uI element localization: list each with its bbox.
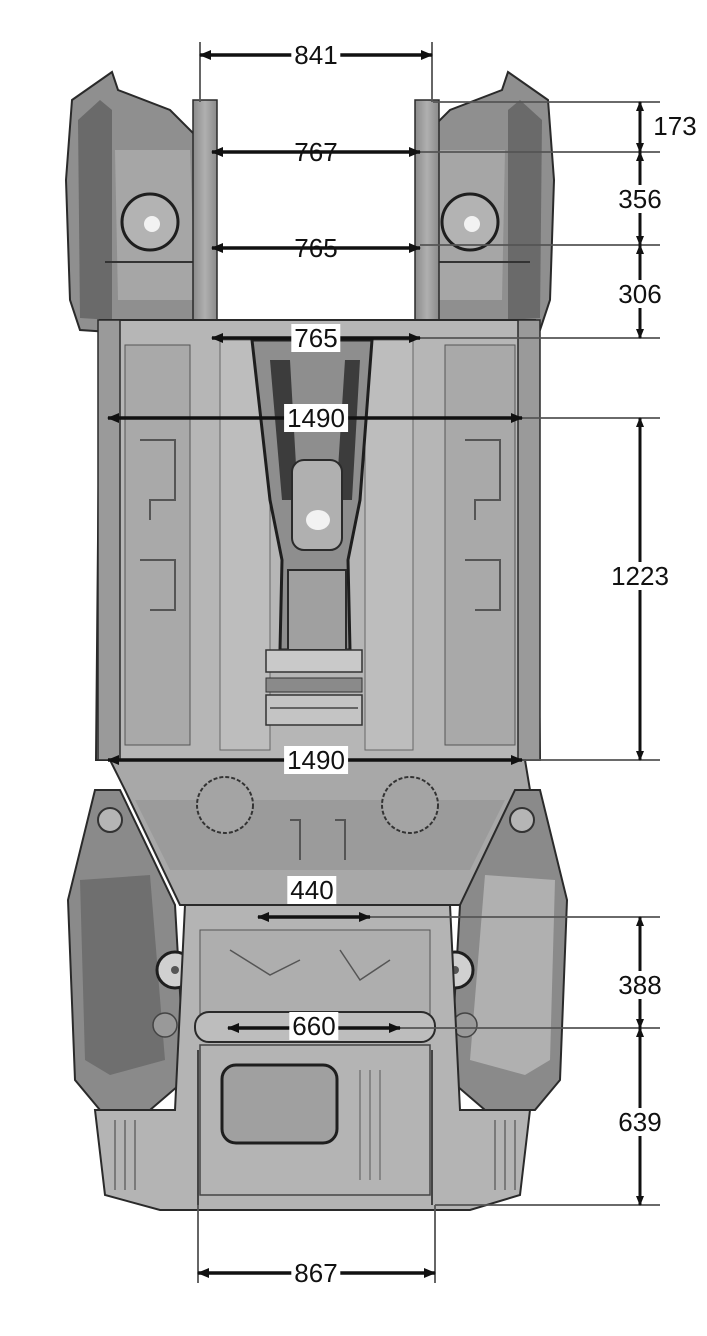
dim-label-1490-front: 1490 <box>284 404 348 432</box>
rear-left-spring-seat <box>196 776 254 834</box>
dim-label-306: 306 <box>615 280 665 308</box>
dim-label-867: 867 <box>291 1259 341 1287</box>
dim-label-765-lower: 765 <box>291 324 341 352</box>
dim-label-388: 388 <box>615 971 665 999</box>
left-sill <box>97 319 121 761</box>
dim-label-440: 440 <box>287 876 337 904</box>
dim-label-1223: 1223 <box>608 562 672 590</box>
dim-label-660: 660 <box>289 1012 339 1040</box>
right-sill <box>517 319 541 761</box>
dim-label-356: 356 <box>615 185 665 213</box>
rear-right-spring-seat <box>381 776 439 834</box>
dim-label-765-upper: 765 <box>294 233 338 263</box>
spare-wheel-well <box>220 1063 339 1145</box>
dim-label-1490-rear: 1490 <box>284 746 348 774</box>
dim-label-173: 173 <box>653 111 697 141</box>
dim-label-639: 639 <box>615 1108 665 1136</box>
vehicle-underbody <box>64 70 569 1211</box>
dim-label-841: 841 <box>291 41 341 69</box>
dim-label-767: 767 <box>294 137 338 167</box>
